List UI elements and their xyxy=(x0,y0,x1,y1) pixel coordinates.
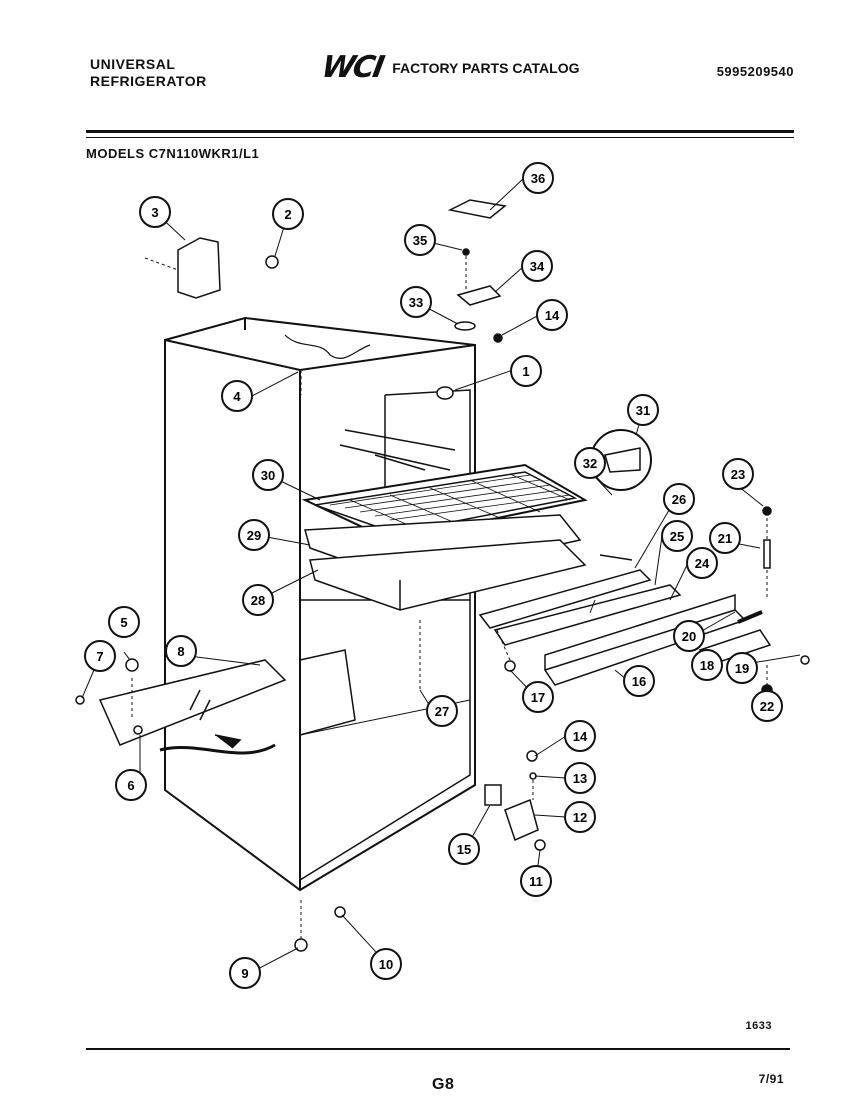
callout-5: 5 xyxy=(108,606,140,638)
callout-label: 17 xyxy=(531,690,545,705)
callout-label: 32 xyxy=(583,456,597,471)
callout-label: 6 xyxy=(127,778,134,793)
small-parts xyxy=(75,199,810,952)
callout-32: 32 xyxy=(574,447,606,479)
catalog-title: FACTORY PARTS CATALOG xyxy=(392,59,580,76)
callout-10: 10 xyxy=(370,948,402,980)
cabinet-drawing xyxy=(164,316,476,892)
callout-6: 6 xyxy=(115,769,147,801)
callout-label: 31 xyxy=(636,403,650,418)
callout-label: 13 xyxy=(573,771,587,786)
callout-label: 14 xyxy=(545,308,560,323)
callout-1: 1 xyxy=(510,355,542,387)
callout-15: 15 xyxy=(448,833,480,865)
callout-label: 33 xyxy=(409,295,423,310)
footer-rule xyxy=(86,1048,790,1050)
callout-label: 28 xyxy=(251,593,265,608)
callout-19: 19 xyxy=(726,652,758,684)
brand-title: UNIVERSAL REFRIGERATOR xyxy=(90,56,207,90)
callout-35: 35 xyxy=(404,224,436,256)
callout-18: 18 xyxy=(691,649,723,681)
callout-27: 27 xyxy=(426,695,458,727)
callout-label: 12 xyxy=(573,810,587,825)
callout-label: 11 xyxy=(529,874,543,889)
brand-line-1: UNIVERSAL xyxy=(90,56,176,72)
callout-label: 25 xyxy=(670,529,684,544)
callout-label: 27 xyxy=(435,704,449,719)
callout-29: 29 xyxy=(238,519,270,551)
callout-14-upper: 14 xyxy=(536,299,568,331)
callout-label: 20 xyxy=(682,629,696,644)
callout-12: 12 xyxy=(564,801,596,833)
callout-11: 11 xyxy=(520,865,552,897)
callout-label: 29 xyxy=(247,528,261,543)
callout-2: 2 xyxy=(272,198,304,230)
callout-label: 26 xyxy=(672,492,686,507)
callout-36: 36 xyxy=(522,162,554,194)
callout-label: 21 xyxy=(718,531,732,546)
callout-26: 26 xyxy=(663,483,695,515)
callout-label: 10 xyxy=(379,957,393,972)
callout-30: 30 xyxy=(252,459,284,491)
callout-16: 16 xyxy=(623,665,655,697)
page-number: G8 xyxy=(432,1076,455,1093)
rails-and-brackets xyxy=(98,569,772,755)
callout-23: 23 xyxy=(722,458,754,490)
callout-34: 34 xyxy=(521,250,553,282)
callout-24: 24 xyxy=(686,547,718,579)
callout-20: 20 xyxy=(673,620,705,652)
callout-21: 21 xyxy=(709,522,741,554)
callout-3: 3 xyxy=(139,196,171,228)
callout-label: 4 xyxy=(233,389,241,404)
leader-lines xyxy=(131,256,768,940)
callout-7: 7 xyxy=(84,640,116,672)
callout-label: 18 xyxy=(700,658,714,673)
catalog-heading: WCI FACTORY PARTS CATALOG xyxy=(319,50,580,85)
callout-4: 4 xyxy=(221,380,253,412)
part-number: 5995209540 xyxy=(716,64,794,79)
callout-label: 23 xyxy=(731,467,745,482)
callout-label: 1 xyxy=(522,364,529,379)
callout-25: 25 xyxy=(661,520,693,552)
callout-33: 33 xyxy=(400,286,432,318)
callout-label: 22 xyxy=(760,699,774,714)
callout-label: 3 xyxy=(151,205,158,220)
diagram-code: 1633 xyxy=(745,1020,772,1032)
callout-label: 14 xyxy=(573,729,588,744)
callout-label: 36 xyxy=(531,171,545,186)
callout-label: 8 xyxy=(177,644,184,659)
callout-31: 31 xyxy=(627,394,659,426)
callout-label: 9 xyxy=(241,966,248,981)
callout-label: 16 xyxy=(632,674,646,689)
callout-label: 24 xyxy=(695,556,710,571)
callout-9: 9 xyxy=(229,957,261,989)
callout-label: 5 xyxy=(120,615,127,630)
model-number: MODELS C7N110WKR1/L1 xyxy=(86,146,260,161)
callout-label: 35 xyxy=(413,233,427,248)
callout-22: 22 xyxy=(751,690,783,722)
catalog-date: 7/91 xyxy=(758,1072,784,1086)
callout-8: 8 xyxy=(165,635,197,667)
callout-label: 2 xyxy=(284,207,291,222)
callout-17: 17 xyxy=(522,681,554,713)
callout-label: 15 xyxy=(457,842,471,857)
callout-14-lower: 14 xyxy=(564,720,596,752)
callout-label: 34 xyxy=(530,259,545,274)
brand-line-2: REFRIGERATOR xyxy=(90,73,207,89)
callout-13: 13 xyxy=(564,762,596,794)
header-rule-thin xyxy=(86,137,794,138)
shelf-assembly xyxy=(301,463,588,611)
callout-label: 19 xyxy=(735,661,749,676)
callout-label: 30 xyxy=(261,468,275,483)
callout-bubbles: 1 2 3 4 5 6 7 8 9 10 11 12 13 14 14 15 1… xyxy=(84,162,783,989)
header-rule-thick xyxy=(86,130,794,133)
callout-label: 7 xyxy=(96,649,103,664)
callout-28: 28 xyxy=(242,584,274,616)
